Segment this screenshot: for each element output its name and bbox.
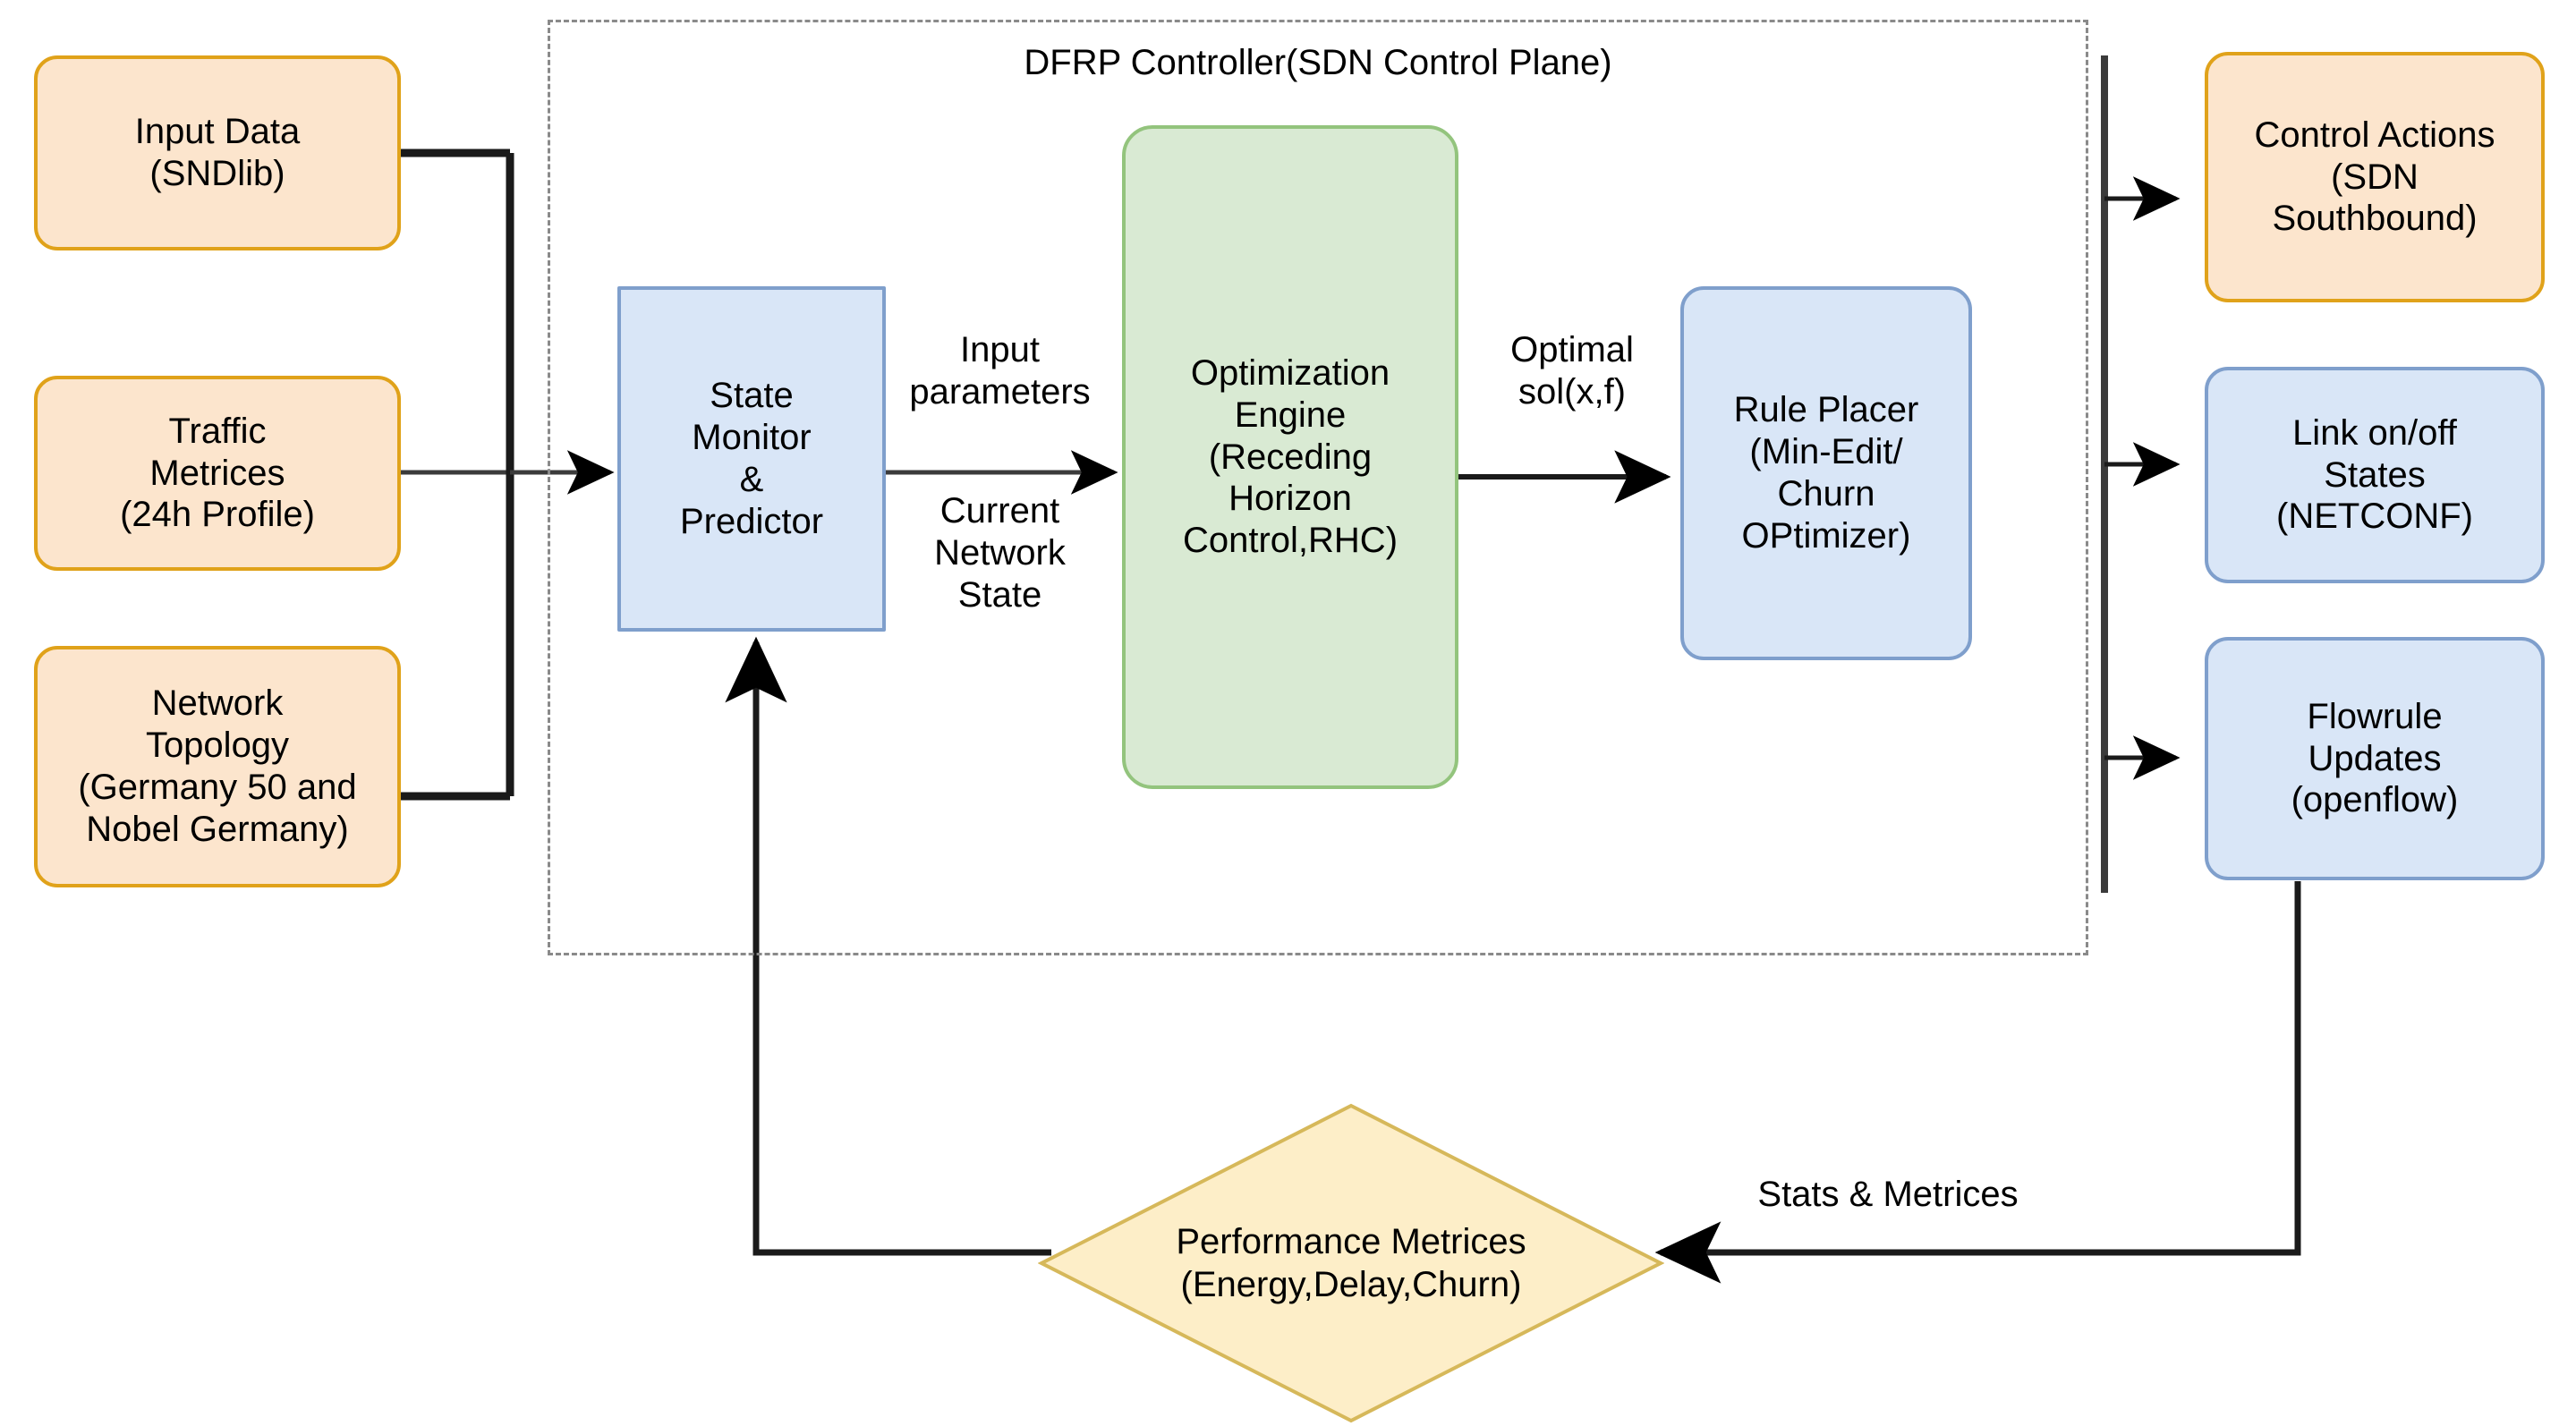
- input-box-network-topology[interactable]: Network Topology (Germany 50 and Nobel G…: [34, 646, 401, 887]
- dfrp-controller-title: DFRP Controller(SDN Control Plane): [1024, 43, 1612, 82]
- input-box-network-topology-label: Network Topology (Germany 50 and Nobel G…: [78, 683, 357, 849]
- diamond-shape: [1037, 1103, 1665, 1423]
- feedback-diamond-performance-metrices[interactable]: Performance Metrices (Energy,Delay,Churn…: [1037, 1102, 1665, 1424]
- edge-label-optimal-solution: Optimal sol(x,f): [1510, 330, 1634, 412]
- edge-label-input-parameters: Input parameters: [909, 330, 1091, 412]
- edge-label-current-network-state: Current Network State: [934, 491, 1066, 615]
- output-box-control-actions[interactable]: Control Actions (SDN Southbound): [2205, 52, 2545, 302]
- output-box-link-on-off-states-label: Link on/off States (NETCONF): [2276, 412, 2473, 537]
- output-box-flowrule-updates[interactable]: Flowrule Updates (openflow): [2205, 637, 2545, 880]
- output-distribution-bus: [2101, 55, 2181, 893]
- block-state-monitor-predictor-label: State Monitor & Predictor: [679, 376, 824, 541]
- block-state-monitor-predictor[interactable]: State Monitor & Predictor: [617, 286, 886, 632]
- output-box-control-actions-label: Control Actions (SDN Southbound): [2254, 115, 2495, 239]
- input-box-traffic-metrices-label: Traffic Metrices (24h Profile): [120, 411, 315, 535]
- block-optimization-engine[interactable]: Optimization Engine (Receding Horizon Co…: [1122, 125, 1458, 789]
- edge-label-stats-and-metrices: Stats & Metrices: [1757, 1175, 2019, 1214]
- input-box-traffic-metrices[interactable]: Traffic Metrices (24h Profile): [34, 376, 401, 571]
- block-optimization-engine-label: Optimization Engine (Receding Horizon Co…: [1182, 353, 1399, 561]
- input-box-sndlib[interactable]: Input Data (SNDlib): [34, 55, 401, 250]
- output-box-flowrule-updates-label: Flowrule Updates (openflow): [2291, 696, 2459, 820]
- input-box-sndlib-label: Input Data (SNDlib): [134, 112, 301, 193]
- block-rule-placer-label: Rule Placer (Min-Edit/ Churn OPtimizer): [1733, 390, 1919, 556]
- input-merge-bus: [398, 149, 514, 801]
- block-rule-placer[interactable]: Rule Placer (Min-Edit/ Churn OPtimizer): [1680, 286, 1972, 660]
- dfrp-controller-container: [548, 20, 2088, 955]
- output-box-link-on-off-states[interactable]: Link on/off States (NETCONF): [2205, 367, 2545, 583]
